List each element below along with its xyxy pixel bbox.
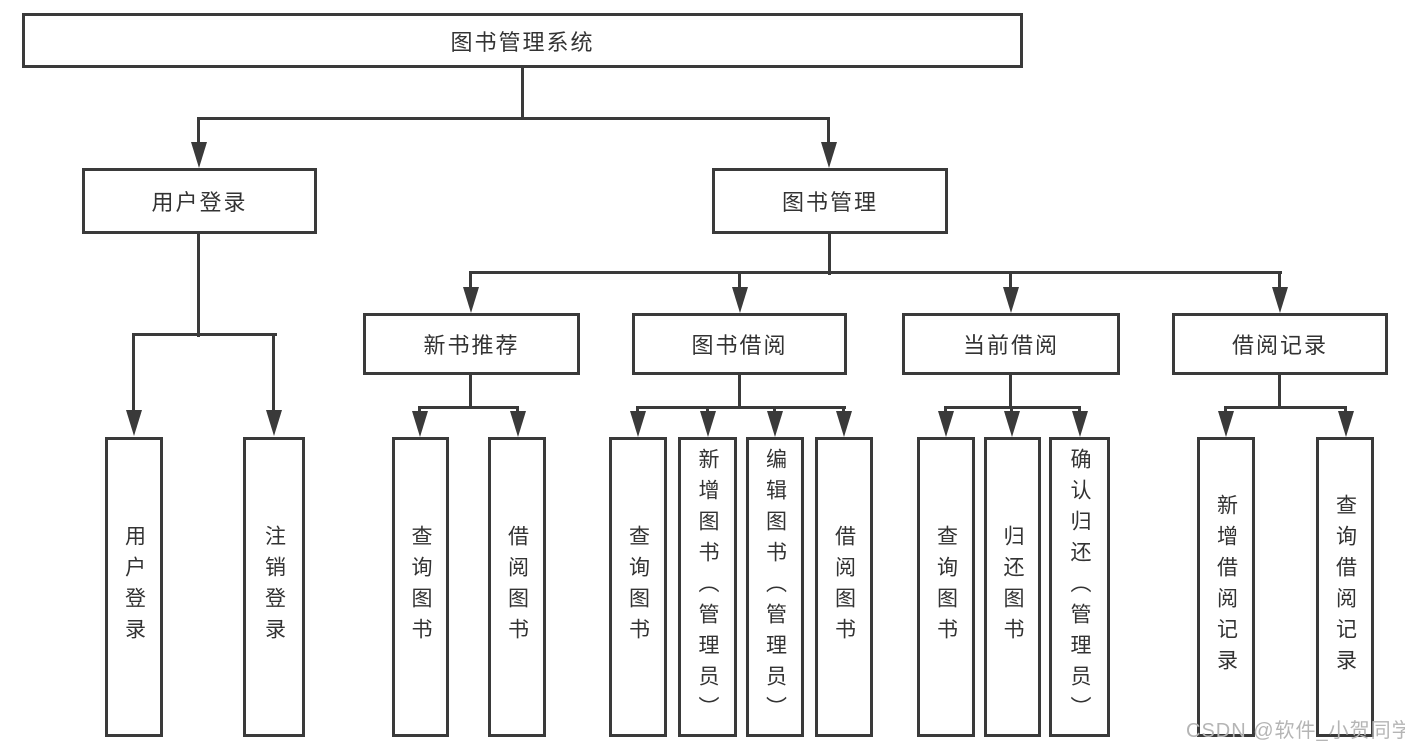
arrow-down-icon (412, 411, 428, 437)
arrow-down-icon (1338, 411, 1354, 437)
connector-stub (1078, 406, 1081, 414)
leaf-query-book-2: 查询图书 (609, 437, 667, 737)
connector-newbook-vertical (469, 375, 472, 408)
leaf-borrow-book-1: 借阅图书 (488, 437, 546, 737)
connector-root-horizontal (197, 117, 830, 120)
connector-records-vertical (1278, 375, 1281, 408)
leaf-query-borrow-record: 查询借阅记录 (1316, 437, 1374, 737)
node-book-borrow-label: 图书借阅 (691, 333, 788, 358)
node-book-management: 图书管理 (712, 168, 948, 234)
leaf-borrow-book-1-label: 借阅图书 (505, 525, 529, 649)
arrow-down-icon (836, 411, 852, 437)
leaf-confirm-return-admin: 确认归还（管理员） (1049, 437, 1110, 737)
connector-stub (418, 406, 421, 414)
connector-stub (272, 333, 275, 413)
node-current-borrow-label: 当前借阅 (962, 333, 1059, 358)
connector-root-vertical (521, 68, 524, 120)
leaf-add-book-admin-label: 新增图书（管理员） (696, 447, 719, 727)
connector-stub (1344, 406, 1347, 414)
node-borrow-records: 借阅记录 (1172, 313, 1388, 375)
leaf-edit-book-admin: 编辑图书（管理员） (746, 437, 804, 737)
arrow-down-icon (463, 287, 479, 313)
connector-stub-user-login (197, 117, 200, 145)
connector-borrow-horizontal (636, 406, 846, 409)
connector-stub (1278, 271, 1281, 291)
leaf-user-login-label: 用户登录 (122, 525, 146, 649)
connector-newbook-horizontal (418, 406, 519, 409)
connector-stub (636, 406, 639, 414)
leaf-edit-book-admin-label: 编辑图书（管理员） (763, 447, 787, 727)
leaf-return-book: 归还图书 (984, 437, 1041, 737)
leaf-logout: 注销登录 (243, 437, 305, 737)
connector-stub (773, 406, 776, 414)
connector-stub (842, 406, 845, 414)
node-new-book-recommend: 新书推荐 (363, 313, 580, 375)
leaf-confirm-return-admin-label: 确认归还（管理员） (1068, 447, 1091, 727)
connector-stub (1224, 406, 1227, 414)
leaf-query-book-2-label: 查询图书 (626, 525, 650, 649)
connector-userlogin-vertical (197, 234, 200, 337)
leaf-return-book-label: 归还图书 (1001, 525, 1024, 649)
node-current-borrow: 当前借阅 (902, 313, 1120, 375)
leaf-borrow-book-2: 借阅图书 (815, 437, 873, 737)
arrow-down-icon (1003, 287, 1019, 313)
connector-stub (706, 406, 709, 414)
leaf-add-book-admin: 新增图书（管理员） (678, 437, 737, 737)
connector-stub (132, 333, 135, 413)
connector-stub (1010, 406, 1013, 414)
leaf-add-borrow-record: 新增借阅记录 (1197, 437, 1255, 737)
leaf-query-book-3-label: 查询图书 (934, 525, 958, 649)
node-user-login: 用户登录 (82, 168, 317, 234)
arrow-down-icon (938, 411, 954, 437)
connector-bookmgmt-vertical (828, 234, 831, 275)
leaf-query-book-1-label: 查询图书 (409, 525, 432, 649)
arrow-down-icon (700, 411, 716, 437)
arrow-down-icon (767, 411, 783, 437)
connector-userlogin-horizontal (132, 333, 277, 336)
leaf-query-book-1: 查询图书 (392, 437, 449, 737)
leaf-borrow-book-2-label: 借阅图书 (832, 525, 856, 649)
csdn-watermark: CSDN @软件_小贺同学 (1186, 720, 1405, 742)
connector-current-vertical (1009, 375, 1012, 408)
node-borrow-records-label: 借阅记录 (1231, 333, 1328, 358)
arrow-down-icon (126, 410, 142, 436)
arrow-down-icon (821, 142, 837, 168)
connector-stub (469, 271, 472, 291)
node-root: 图书管理系统 (22, 13, 1023, 68)
node-root-label: 图书管理系统 (450, 29, 595, 55)
connector-bookmgmt-horizontal (469, 271, 1282, 274)
node-book-management-label: 图书管理 (781, 190, 878, 215)
arrow-down-icon (510, 411, 526, 437)
node-book-borrow: 图书借阅 (632, 313, 847, 375)
connector-stub (738, 271, 741, 291)
connector-stub-book-mgmt (827, 117, 830, 145)
arrow-down-icon (630, 411, 646, 437)
arrow-down-icon (1004, 411, 1020, 437)
connector-stub (1009, 271, 1012, 291)
arrow-down-icon (1218, 411, 1234, 437)
node-user-login-label: 用户登录 (151, 190, 248, 215)
arrow-down-icon (1272, 287, 1288, 313)
node-new-book-recommend-label: 新书推荐 (423, 333, 520, 358)
arrow-down-icon (191, 142, 207, 168)
arrow-down-icon (1072, 411, 1088, 437)
leaf-user-login: 用户登录 (105, 437, 163, 737)
connector-borrow-vertical (738, 375, 741, 408)
arrow-down-icon (732, 287, 748, 313)
leaf-logout-label: 注销登录 (262, 525, 286, 649)
connector-stub (516, 406, 519, 414)
leaf-query-book-3: 查询图书 (917, 437, 975, 737)
connector-records-horizontal (1224, 406, 1347, 409)
connector-stub (944, 406, 947, 414)
arrow-down-icon (266, 410, 282, 436)
leaf-add-borrow-record-label: 新增借阅记录 (1214, 494, 1238, 680)
leaf-query-borrow-record-label: 查询借阅记录 (1333, 494, 1357, 680)
